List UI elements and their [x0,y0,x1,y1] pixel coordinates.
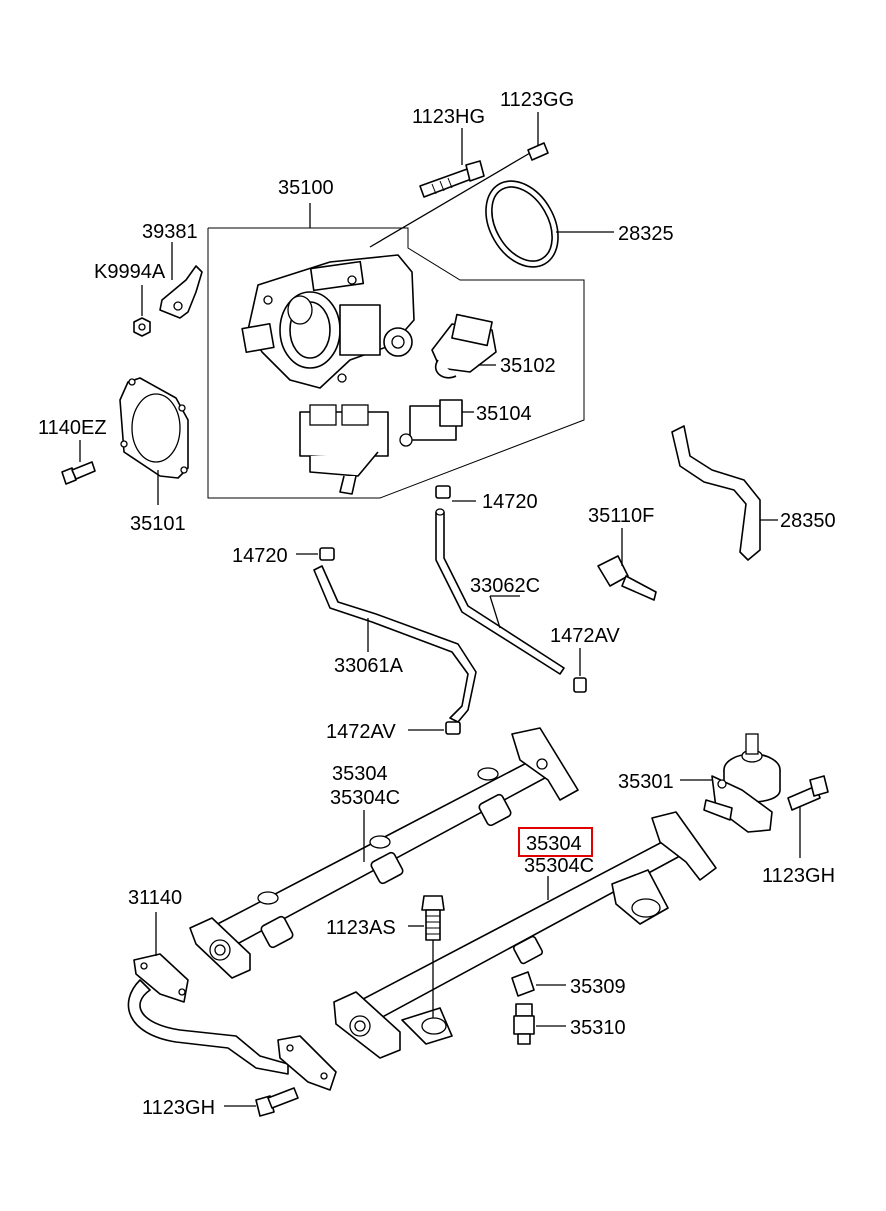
label-14720-top[interactable]: 14720 [482,491,538,513]
fuel-rail-35304-lower[interactable] [333,811,717,1059]
hose-28350[interactable] [671,425,778,561]
label-35309[interactable]: 35309 [570,976,626,998]
label-35304c-lower[interactable]: 35304C [524,855,594,877]
bolt-1123gg[interactable] [369,112,549,248]
regulator-35301[interactable] [680,733,781,833]
label-35304-upper[interactable]: 35304 [332,763,388,785]
hose-33062c[interactable] [435,508,565,675]
clip-1472av-left[interactable] [408,721,461,735]
label-35304c-upper[interactable]: 35304C [330,787,400,809]
highlight-box [518,827,593,857]
nut-k9994a[interactable] [133,285,151,337]
injector-35310[interactable] [513,1003,566,1045]
label-35101[interactable]: 35101 [130,513,186,535]
label-39381[interactable]: 39381 [142,221,198,243]
label-1123gg[interactable]: 1123GG [500,89,574,111]
bolt-1123as[interactable] [408,895,445,1018]
label-1123gh-bottom[interactable]: 1123GH [142,1097,215,1119]
hose-33061a[interactable] [313,565,477,723]
label-35301[interactable]: 35301 [618,771,674,793]
label-28325[interactable]: 28325 [618,223,674,245]
idle-valve-35104[interactable] [299,399,474,495]
label-1140ez[interactable]: 1140EZ [38,417,107,439]
bracket-39381[interactable] [159,242,203,319]
throttle-body-35100[interactable] [241,254,415,389]
label-1123gh-right[interactable]: 1123GH [762,865,835,887]
bolt-1123hg[interactable] [419,128,485,198]
label-35104[interactable]: 35104 [476,403,532,425]
clip-35110f[interactable] [597,528,657,601]
clip-14720-top[interactable] [435,485,476,502]
label-28350[interactable]: 28350 [780,510,836,532]
bolt-1140ez[interactable] [61,440,96,485]
label-1472av-left[interactable]: 1472AV [326,721,396,743]
bolt-1123gh-bottom[interactable] [224,1087,299,1117]
label-31140[interactable]: 31140 [128,887,182,909]
throttle-body-assembly-box [207,203,585,499]
label-14720-left[interactable]: 14720 [232,545,288,567]
label-35110f[interactable]: 35110F [588,505,654,527]
label-35102[interactable]: 35102 [500,355,556,377]
label-35100[interactable]: 35100 [278,177,334,199]
ring-28325[interactable] [471,168,614,280]
label-33062c[interactable]: 33062C [470,575,540,597]
label-1123as[interactable]: 1123AS [326,917,396,939]
fuel-rail-35304-upper[interactable] [189,727,579,979]
label-1472av-right[interactable]: 1472AV [550,625,620,647]
clip-1472av-right[interactable] [573,648,587,693]
label-33061a[interactable]: 33061A [334,655,404,677]
label-35310[interactable]: 35310 [570,1017,626,1039]
clip-14720-left[interactable] [296,547,335,561]
crossover-pipe-31140[interactable] [127,912,337,1091]
label-k9994a[interactable]: K9994A [94,261,166,283]
bolt-1123gh-right[interactable] [787,775,829,858]
label-1123hg[interactable]: 1123HG [412,106,485,128]
gasket-35101[interactable] [119,377,189,505]
clip-35309[interactable] [511,971,566,997]
label-35304-lower[interactable]: 35304 [526,833,582,855]
sensor-35102[interactable] [431,313,497,379]
